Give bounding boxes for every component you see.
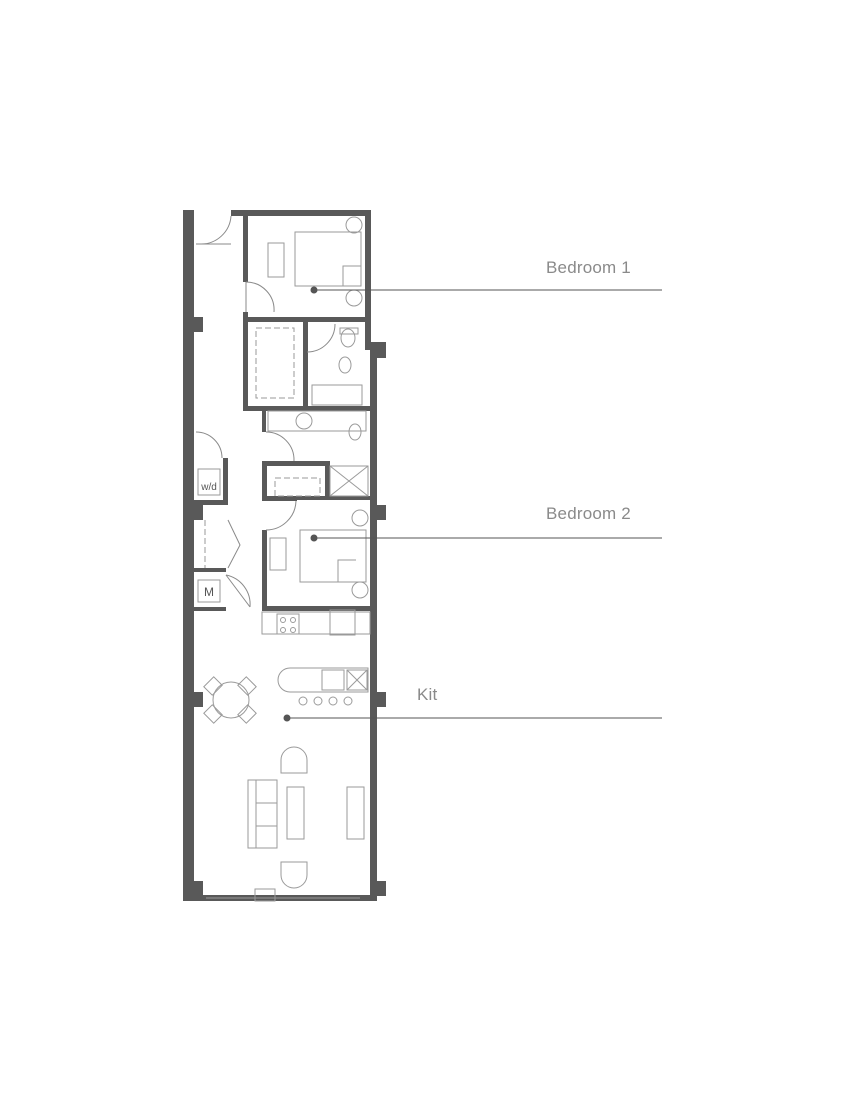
bedroom-1-label: Bedroom 1	[546, 258, 631, 277]
bedroom-2-marker	[310, 534, 318, 542]
kitchen-label: Kit	[417, 685, 438, 704]
bedroom-1-marker	[310, 286, 318, 294]
bedroom-2-label: Bedroom 2	[546, 504, 631, 523]
interior-walls	[194, 210, 370, 611]
kitchen-marker	[283, 714, 291, 722]
leader-lines	[283, 286, 662, 722]
doors	[195, 215, 336, 608]
mechanical-label: M	[204, 585, 214, 599]
fixtures	[197, 216, 371, 902]
washer-dryer-label: w/d	[200, 482, 217, 493]
exterior-walls	[183, 210, 386, 901]
